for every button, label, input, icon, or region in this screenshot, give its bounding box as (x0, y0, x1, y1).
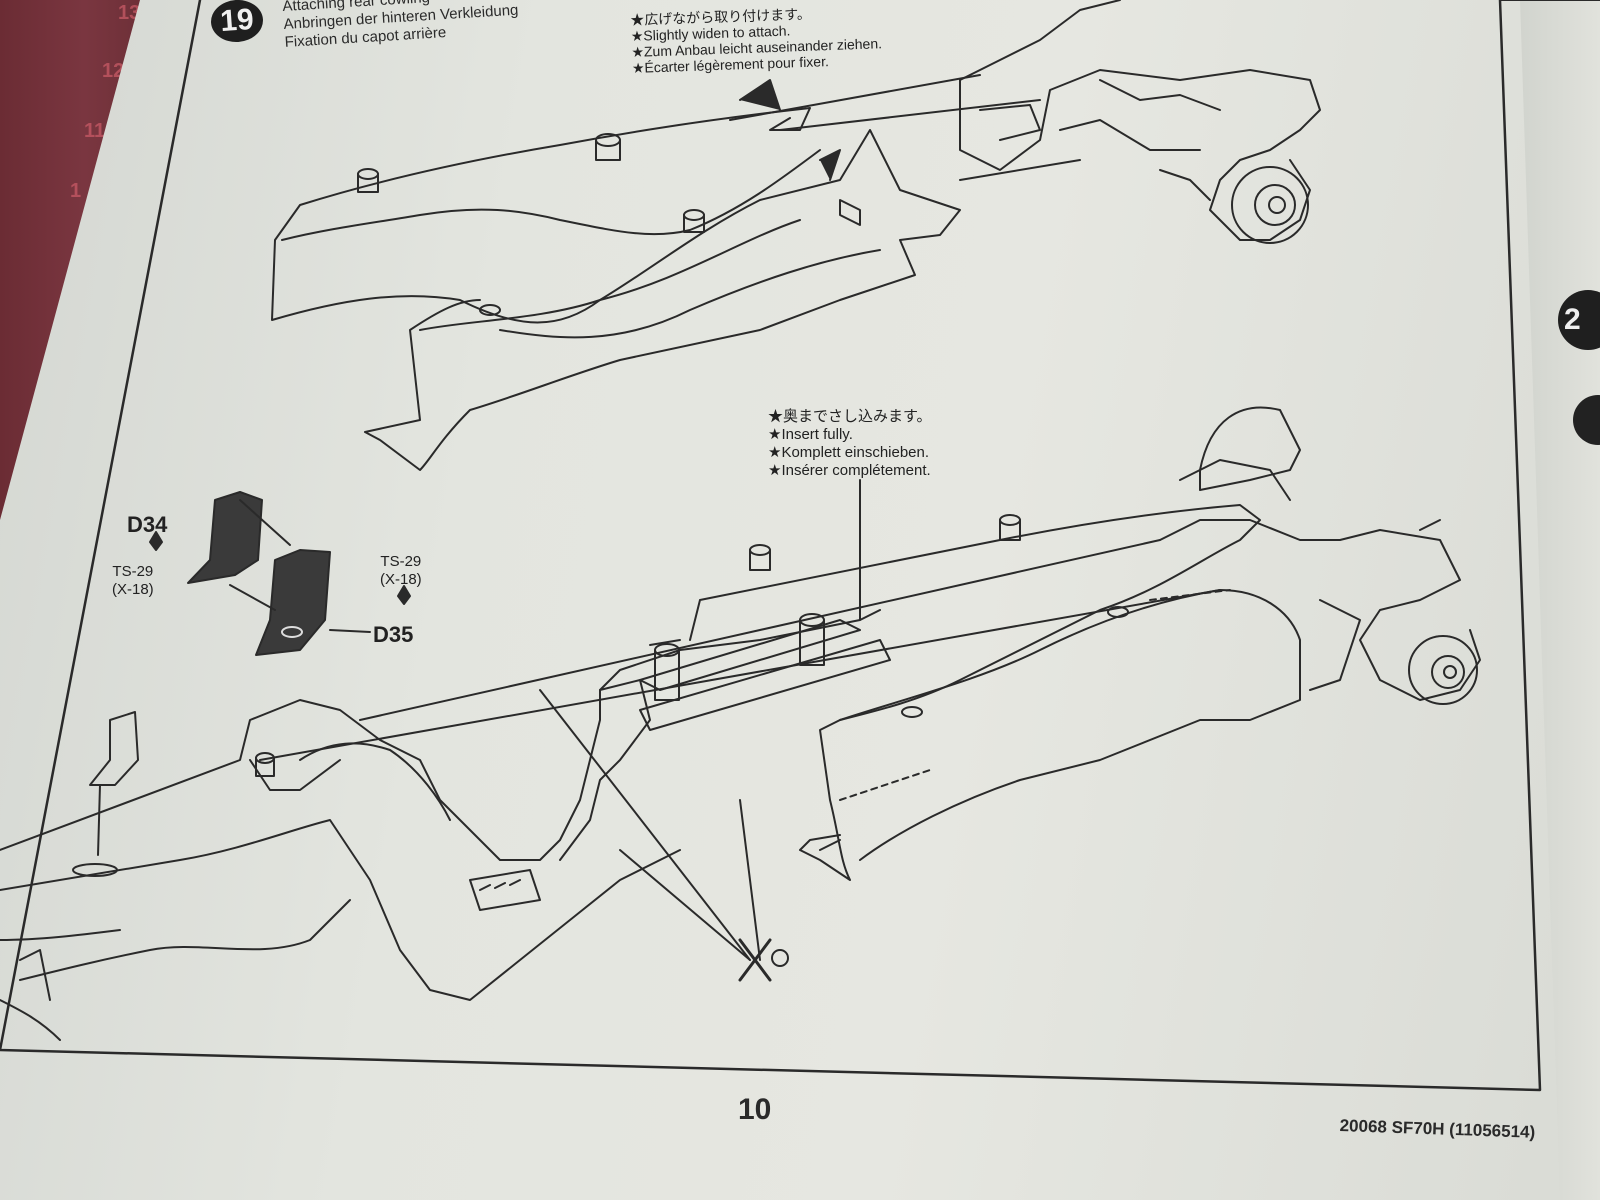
next-step-number: 2 (1558, 290, 1600, 350)
lower-chassis (0, 609, 881, 1001)
paint-sub-code: (X-18) (380, 571, 422, 588)
paint-label-d35: TS-29 (X-18) (380, 553, 422, 589)
post (683, 209, 705, 221)
ruler-mark: 11 (84, 120, 106, 142)
ruler-mark: 13 (118, 2, 141, 24)
post (749, 544, 771, 556)
arrow-line (649, 639, 681, 646)
page-frame (0, 0, 1542, 1092)
lower-gearbox (1159, 519, 1481, 701)
post (901, 706, 923, 718)
part-d35 (255, 549, 331, 656)
fin-part (89, 711, 139, 786)
lower-cowling (689, 504, 1261, 881)
do-not-use-mark (738, 938, 772, 982)
arrow (739, 79, 781, 111)
part-label-d35: D35 (373, 622, 414, 647)
paint-sub-code: (X-18) (112, 581, 154, 598)
post (357, 168, 379, 180)
insert-note-fr: ★Insérer complétement. (768, 462, 931, 479)
paint-code: TS-29 (112, 563, 154, 580)
paint-label-d34: TS-29 (X-18) (112, 563, 154, 599)
post (1107, 606, 1129, 618)
insert-note-jp: ★奥までさし込みます。 (768, 408, 932, 425)
post (479, 304, 501, 316)
insert-note: ★奥までさし込みます。 ★Insert fully. ★Komplett ein… (768, 408, 932, 480)
part-label-d34: D34 (127, 512, 168, 537)
paint-marker (149, 531, 163, 551)
insert-note-de: ★Komplett einschieben. (768, 444, 930, 461)
paint-marker (397, 585, 411, 605)
upper-chassis (959, 0, 1321, 241)
paint-code: TS-29 (380, 553, 422, 570)
arrow (819, 149, 841, 181)
arrow-line (819, 839, 841, 851)
page-number: 10 (738, 1093, 772, 1126)
widen-note: ★広げながら取り付けます。 ★Slightly widen to attach.… (630, 3, 883, 76)
part-d34 (187, 491, 263, 584)
ruler-mark: 1 (70, 180, 82, 202)
insert-note-en: ★Insert fully. (768, 426, 853, 443)
intake-frame (559, 679, 651, 861)
arrow-line (239, 499, 291, 546)
ruler-mark: 12 (102, 60, 125, 82)
post (999, 514, 1021, 526)
arrow-line (229, 584, 276, 611)
